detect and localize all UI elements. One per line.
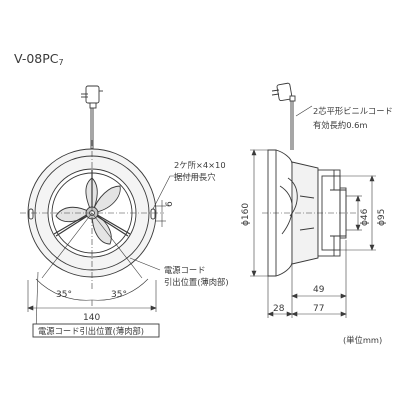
dim-28-label: 28	[273, 304, 285, 314]
dim-phi95: ϕ95	[377, 209, 387, 226]
dim-width-label: 140	[83, 313, 100, 323]
cord-note-line1: 電源コード	[164, 265, 206, 275]
front-view	[20, 85, 200, 338]
dim-horizontal-lines	[267, 240, 347, 318]
cord-note-box	[32, 323, 160, 338]
model-name: V-08PC7	[14, 51, 64, 67]
power-plug-icon	[271, 82, 296, 102]
unit-label: (単位mm)	[343, 335, 382, 345]
housing	[291, 161, 319, 265]
guard-struts	[53, 170, 131, 237]
side-view	[250, 82, 376, 318]
side-cord-note-line2: 有効長約0.6m	[313, 120, 367, 130]
dim-140-line	[27, 280, 157, 312]
power-plug-icon	[81, 85, 103, 109]
dim-49-label: 49	[313, 285, 325, 295]
angle-right-label: 35°	[111, 290, 127, 300]
dim-phi160: ϕ160	[241, 203, 251, 226]
side-cord-note-line1: 2芯平形ビニルコード	[313, 106, 393, 116]
fan-blades	[55, 177, 121, 245]
angle-left-label: 35°	[56, 290, 72, 300]
cord-note-line2: 引出位置(薄肉部)	[164, 277, 229, 287]
dim-phi160-line	[250, 149, 268, 277]
dim-77-label: 77	[313, 304, 324, 314]
dim-phi46-line	[346, 195, 362, 231]
slot-note-line1: 2ケ所×4×10	[174, 160, 226, 170]
slot-note-line2: 据付用長穴	[174, 172, 216, 182]
cord-note-bottom: 電源コード引出位置(薄肉部)	[38, 326, 144, 336]
angle-lines	[35, 212, 149, 306]
mount-slot-left	[28, 208, 34, 220]
mount-slot-right	[150, 208, 156, 220]
dim-slot-offset: 6	[165, 201, 175, 207]
dim-phi46: ϕ46	[360, 208, 370, 226]
